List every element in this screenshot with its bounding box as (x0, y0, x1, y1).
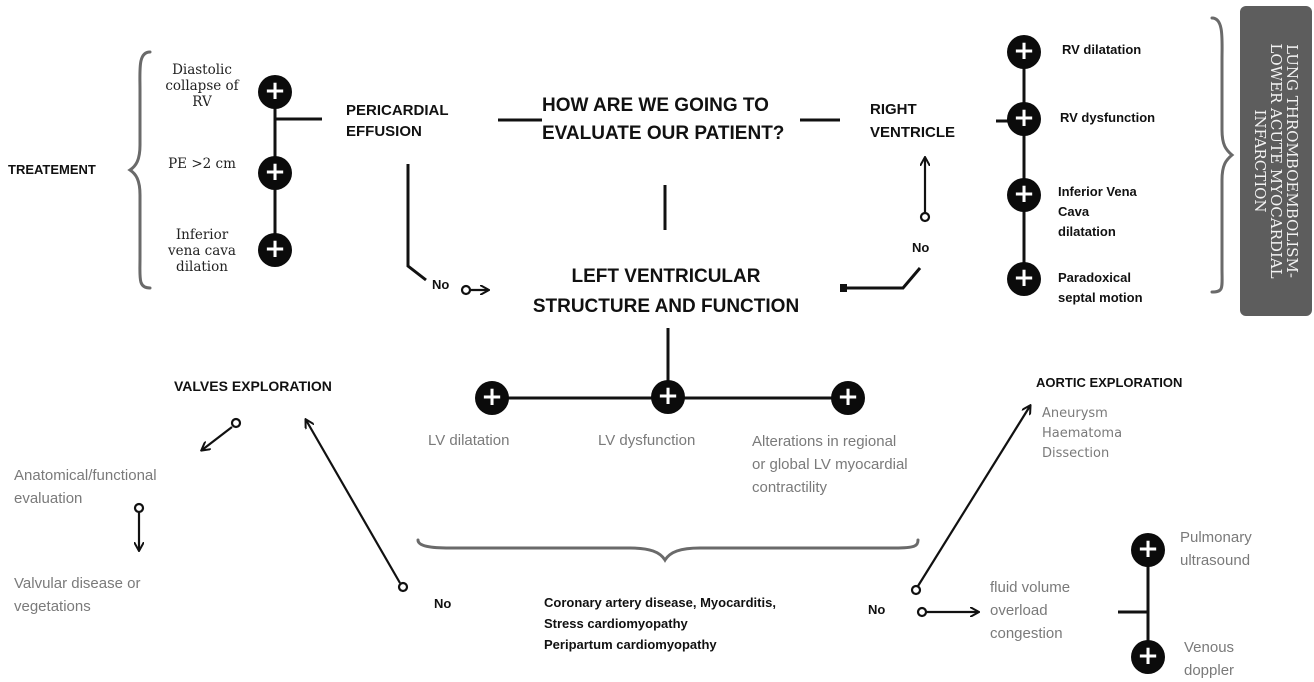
plus-icon: + (831, 381, 865, 415)
plus-icon: + (1007, 178, 1041, 212)
lv-structure-function: LEFT VENTRICULAR STRUCTURE AND FUNCTION (532, 266, 800, 317)
lv-finding-dilatation: LV dilatation (428, 432, 510, 449)
lv-finding-alterations: Alterations in regional or global LV myo… (752, 433, 908, 496)
plus-icon: + (1131, 533, 1165, 567)
plus-icon: + (1007, 35, 1041, 69)
rv-item-dysfunction: RV dysfunction (1060, 110, 1156, 125)
treatment-label: TREATEMENT (8, 162, 96, 177)
rv-item-ivc: Inferior Vena Cava dilatation (1058, 184, 1137, 239)
right-ventricle-title: RIGHT VENTRICLE (870, 101, 956, 141)
rv-no-label: No (912, 240, 930, 255)
plus-icon: + (258, 233, 292, 267)
fluid-overload-text: fluid volume overload congestion (990, 579, 1071, 642)
lv-causes: Coronary artery disease, Myocarditis, St… (544, 595, 776, 652)
rv-item-dilatation: RV dilatation (1062, 42, 1142, 57)
pericardial-item-ivc: Inferior vena cava dilation (168, 227, 236, 275)
central-question: HOW ARE WE GOING TO EVALUATE OUR PATIENT… (542, 95, 785, 144)
plus-icon: + (475, 381, 509, 415)
pericardial-no-label: No (432, 277, 450, 292)
plus-icon: + (258, 156, 292, 190)
pericardial-item-diastolic: Diastolic collapse of RV (165, 62, 239, 110)
plus-icon: + (1007, 262, 1041, 296)
pulmonary-ultrasound-label: Pulmonary ultrasound (1180, 529, 1252, 569)
aortic-exploration-title: AORTIC EXPLORATION (1036, 375, 1183, 390)
plus-icon: + (651, 380, 685, 414)
lv-finding-dysfunction: LV dysfunction (598, 432, 696, 449)
pericardial-item-pe: PE >2 cm (168, 156, 236, 172)
pericardial-effusion-title: PERICARDIAL EFFUSION (346, 102, 449, 140)
lung-thromboembolism-label: LUNG THROMBOEMBOLISM- LOWER ACUTE MYOCAR… (1251, 43, 1301, 279)
plus-icon: + (1131, 640, 1165, 674)
lung-thromboembolism-box: LUNG THROMBOEMBOLISM- LOWER ACUTE MYOCAR… (1240, 6, 1312, 316)
valves-exploration-title: VALVES EXPLORATION (174, 378, 332, 394)
valves-step-disease: Valvular disease or vegetations (14, 575, 141, 615)
venous-doppler-label: Venous doppler (1184, 639, 1235, 679)
plus-icon: + (1007, 102, 1041, 136)
aortic-items: Aneurysm Haematoma Dissection (1042, 406, 1123, 461)
valves-step-anatomical: Anatomical/functional evaluation (14, 467, 157, 507)
plus-icon: + (258, 75, 292, 109)
valves-no-label: No (434, 596, 452, 611)
aortic-no-label: No (868, 602, 886, 617)
rv-item-septal: Paradoxical septal motion (1058, 270, 1143, 305)
